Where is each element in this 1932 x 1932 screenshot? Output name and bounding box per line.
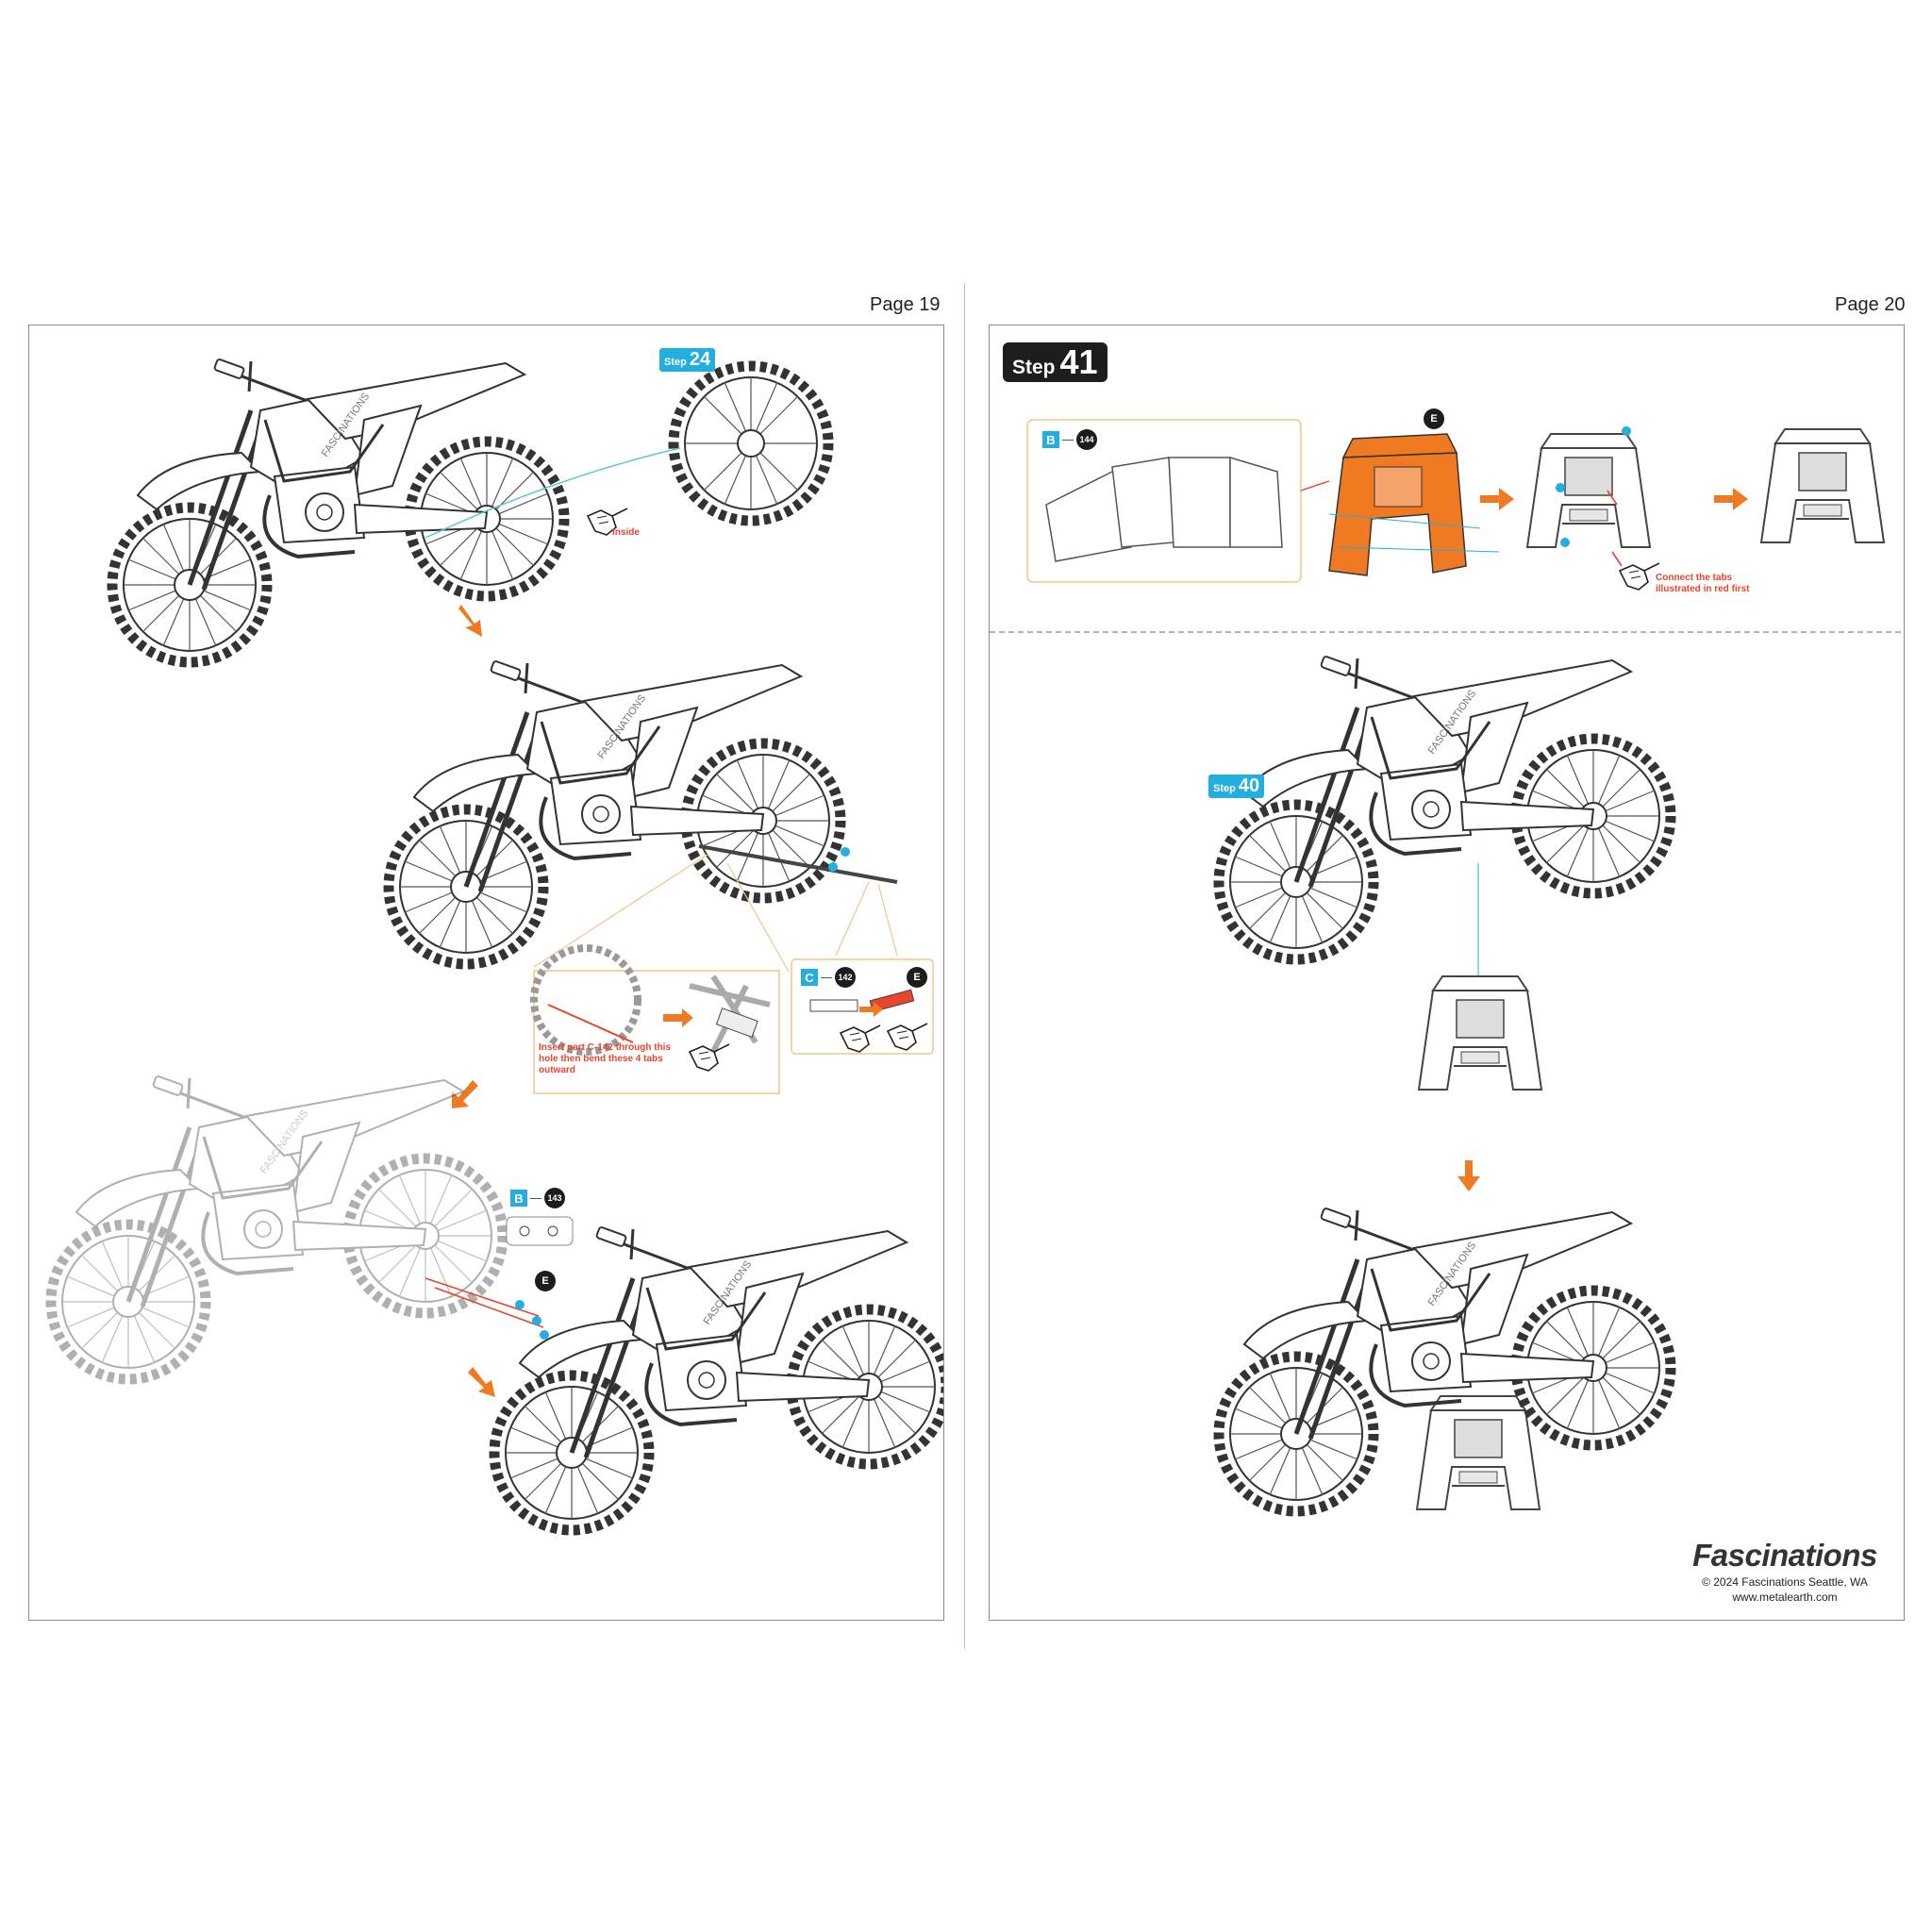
- copyright-text: © 2024 Fascinations Seattle, WA: [1702, 1575, 1868, 1589]
- left-page-panel: Step 24 Inside Insert part C-142 through…: [28, 325, 944, 1621]
- orange-stand: [1328, 433, 1500, 576]
- sheet-mark-e-3: E: [1424, 408, 1444, 429]
- step-number: 41: [1059, 342, 1098, 381]
- part-number: 142: [835, 967, 856, 988]
- part-letter: B: [1042, 431, 1059, 448]
- part-number: 143: [544, 1188, 565, 1208]
- step-word: Step: [1213, 783, 1236, 794]
- step-40-reference: Step 40: [1208, 774, 1265, 798]
- website-text: www.metalearth.com: [1732, 1591, 1838, 1604]
- step-24-badge: Step 24: [659, 348, 716, 372]
- brand-logo: Fascinations: [1692, 1538, 1877, 1573]
- part-number: 144: [1076, 429, 1097, 450]
- page-divider: [964, 283, 965, 1649]
- connect-tabs-note: Connect the tabs illustrated in red firs…: [1656, 573, 1750, 594]
- page-number-left: Page 19: [870, 294, 941, 315]
- right-page-panel: Step 41 Step 40 B 144 E Connect the tabs…: [989, 325, 1905, 1621]
- part-letter: C: [801, 969, 818, 986]
- part-connector: [1062, 439, 1074, 441]
- right-page-illustration: [990, 419, 1904, 1620]
- part-c-142-tag: C 142: [801, 967, 856, 988]
- part-connector: [530, 1197, 541, 1199]
- step-number: 24: [689, 349, 711, 370]
- step-word: Step: [1012, 357, 1056, 378]
- part-b-143-tag: B 143: [510, 1188, 565, 1208]
- brand-block: Fascinations © 2024 Fascinations Seattle…: [1675, 1538, 1894, 1604]
- insert-part-note: Insert part C-142 through this hole then…: [539, 1042, 672, 1075]
- step-word: Step: [664, 357, 687, 368]
- rear-wheel-detached: [668, 360, 834, 526]
- part-b-144-tag: B 144: [1042, 429, 1097, 450]
- part-letter: B: [510, 1190, 527, 1207]
- sheet-mark-e-1: E: [907, 967, 927, 988]
- step-number: 40: [1238, 775, 1260, 796]
- step-41-badge: Step 41: [1003, 342, 1108, 382]
- left-page-illustration: [29, 325, 943, 1620]
- sheet-mark-e-2: E: [535, 1271, 556, 1291]
- part-connector: [821, 976, 832, 978]
- page-number-right: Page 20: [1835, 294, 1906, 315]
- inside-note: Inside: [612, 527, 640, 538]
